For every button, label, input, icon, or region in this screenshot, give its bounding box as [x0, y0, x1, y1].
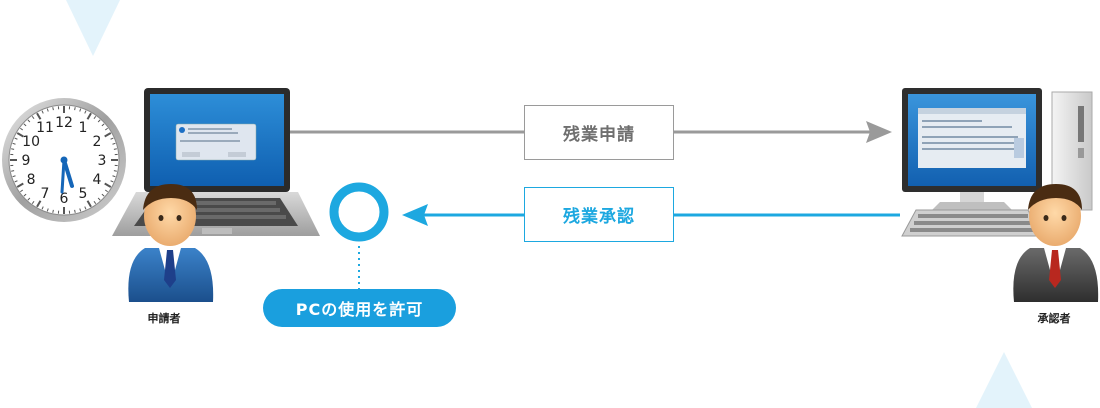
clock-tick	[104, 189, 108, 193]
permission-circle-icon	[329, 182, 389, 242]
clock-tick	[14, 137, 18, 140]
clock-tick	[93, 116, 97, 120]
clock-tick	[46, 108, 49, 112]
clock-number: 6	[60, 191, 69, 207]
clock-tick	[79, 108, 82, 112]
clock-tick	[110, 137, 114, 140]
clock-number: 5	[79, 186, 88, 202]
clock-tick	[11, 170, 15, 172]
clock-tick	[23, 193, 27, 197]
applicant-caption: 申請者	[147, 312, 181, 325]
clock-tick	[20, 189, 24, 193]
clock-number: 11	[36, 120, 54, 136]
pc-permission-label: PCの使用を許可	[295, 300, 424, 319]
clock-number: 3	[98, 153, 107, 169]
clock-number: 9	[22, 153, 31, 169]
clock-number: 4	[92, 172, 101, 188]
approve-arrowhead	[402, 204, 428, 226]
clock-tick	[112, 142, 116, 145]
clock-tick	[74, 209, 76, 213]
clock-number: 10	[22, 134, 40, 150]
clock-tick	[74, 107, 76, 111]
clock-tick	[113, 170, 117, 172]
approve-label: 残業承認	[563, 207, 635, 227]
clock-tick	[52, 107, 54, 111]
clock-tick	[84, 206, 87, 210]
clock-tick	[112, 175, 116, 178]
clock-tick	[36, 112, 42, 120]
clock-tick	[31, 200, 35, 204]
clock-tick	[101, 193, 105, 197]
clock-tick	[16, 132, 24, 138]
clock-tick	[41, 206, 44, 210]
clock-tick	[12, 142, 16, 145]
applicant-person-icon	[128, 184, 214, 302]
request-label-box: 残業申請	[524, 105, 674, 160]
clock-tick	[97, 119, 101, 123]
clock-tick	[86, 200, 92, 208]
clock-number: 12	[55, 115, 73, 131]
clock-number: 2	[92, 134, 101, 150]
clock-tick	[97, 197, 101, 201]
clock-tick	[31, 116, 35, 120]
clock-number: 7	[41, 186, 50, 202]
clock-tick	[101, 123, 105, 127]
clock-tick	[36, 200, 42, 208]
clock-tick	[93, 200, 97, 204]
approve-label-box: 残業承認	[524, 187, 674, 242]
clock-tick	[79, 208, 82, 212]
clock-tick	[27, 197, 31, 201]
clock-tick	[14, 180, 18, 183]
clock-tick	[46, 208, 49, 212]
clock-tick	[52, 209, 54, 213]
clock-tick	[12, 175, 16, 178]
decor-triangle-bottom	[976, 352, 1032, 408]
clock-number: 8	[27, 172, 36, 188]
pc-permission-pill: PCの使用を許可	[263, 289, 456, 327]
clock-tick	[104, 127, 108, 131]
desktop-computer-icon	[901, 88, 1093, 237]
clock-tick	[86, 112, 92, 120]
clock-tick	[41, 110, 44, 114]
clock-tick	[84, 110, 87, 114]
clock-tick	[104, 132, 112, 138]
clock-tick	[110, 180, 114, 183]
clock-tick	[16, 182, 24, 188]
laptop-icon	[112, 88, 320, 236]
approver-person-icon	[1013, 184, 1099, 302]
request-arrowhead	[866, 121, 892, 143]
decor-triangle-top	[66, 0, 120, 56]
clock-tick	[27, 119, 31, 123]
request-label: 残業申請	[563, 125, 635, 145]
clock-tick	[11, 148, 15, 150]
clock-tick	[104, 182, 112, 188]
approver-caption: 承認者	[1037, 312, 1071, 325]
clock-tick	[113, 148, 117, 150]
clock-number: 1	[79, 120, 88, 136]
clock-tick	[20, 127, 24, 131]
clock-tick	[23, 123, 27, 127]
